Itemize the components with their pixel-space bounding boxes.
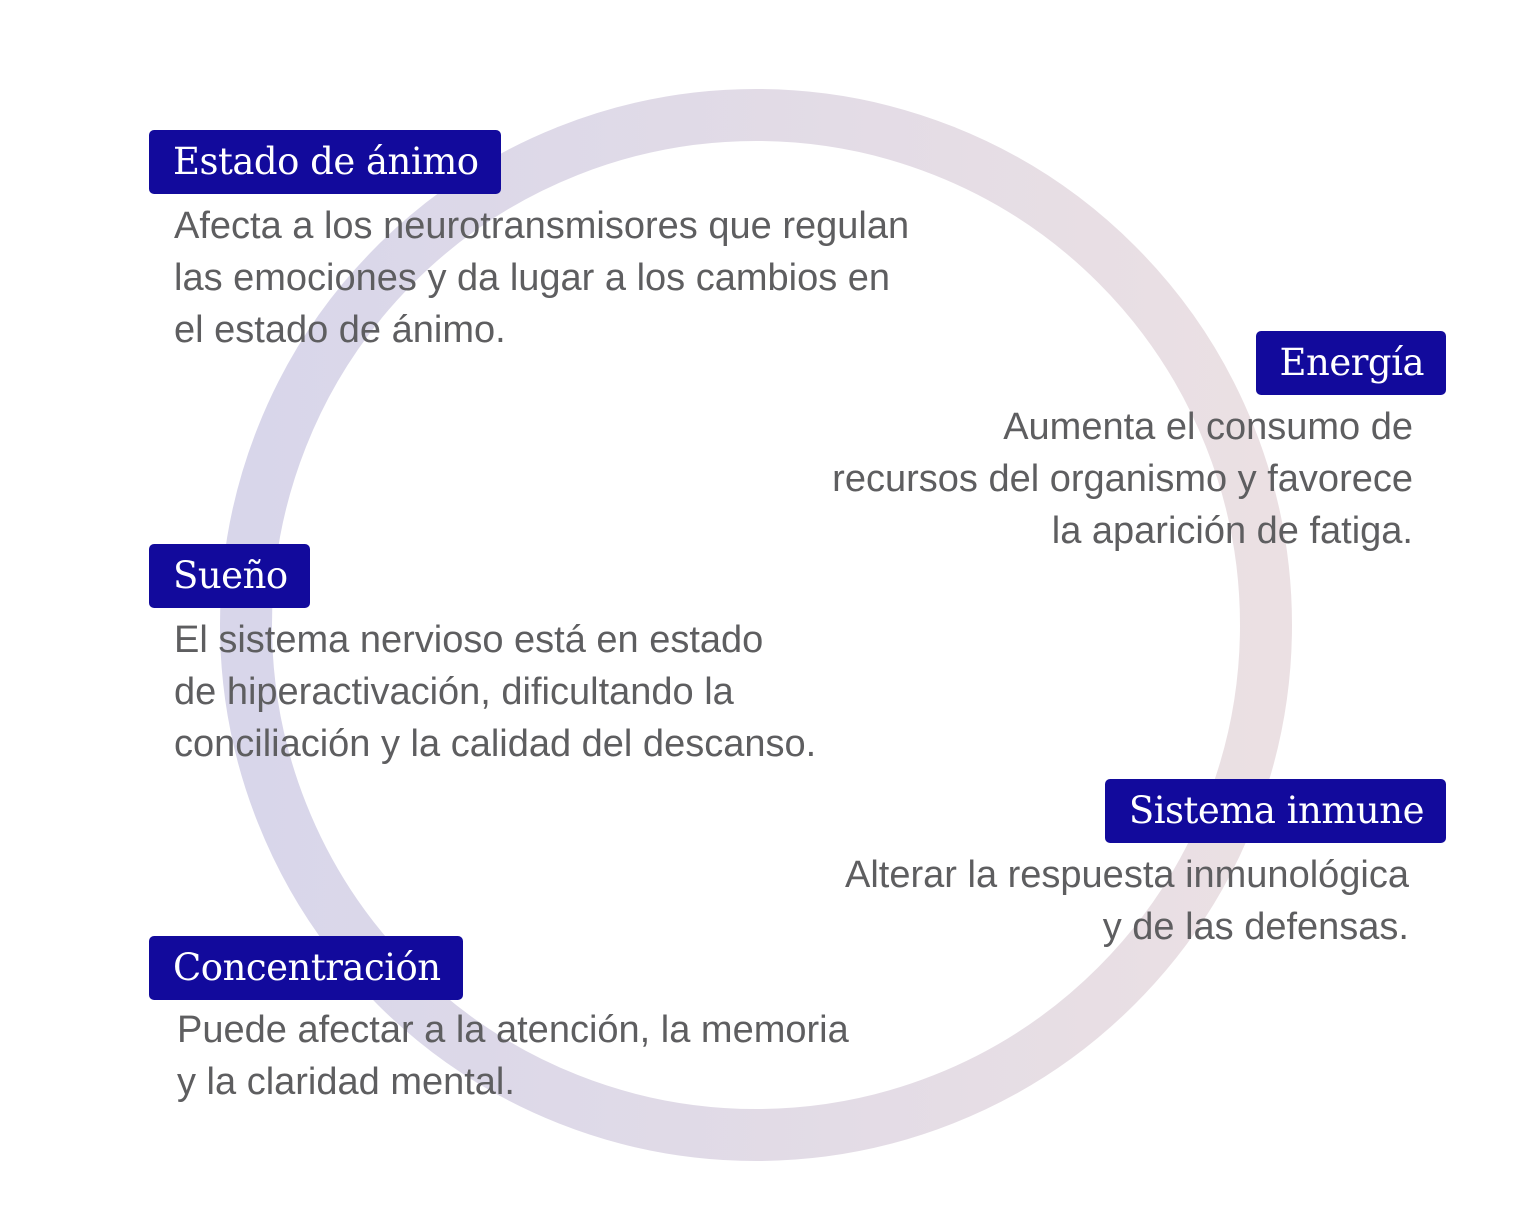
label-energy: Energía (1255, 331, 1446, 395)
item-immune-system: Sistema inmune Alterar la respuesta inmu… (845, 779, 1446, 953)
description-concentration: Puede afectar a la atención, la memoria … (177, 1009, 849, 1103)
description-mood: Afecta a los neurotransmisores que regul… (174, 205, 910, 351)
cycle-ring-stroke (220, 89, 1292, 1161)
description-energy: Aumenta el consumo de recursos del organ… (832, 406, 1413, 552)
description-immune-system: Alterar la respuesta inmunológica y de l… (845, 854, 1409, 948)
label-mood: Estado de ánimo (149, 130, 501, 194)
description-sleep: El sistema nervioso está en estado de hi… (174, 619, 817, 765)
item-sleep: Sueño El sistema nervioso está en estado… (149, 544, 816, 770)
label-sleep: Sueño (149, 544, 310, 608)
item-concentration: Concentración Puede afectar a la atenció… (149, 936, 849, 1108)
item-mood: Estado de ánimo Afecta a los neurotransm… (149, 130, 909, 356)
label-immune-system: Sistema inmune (1104, 779, 1446, 843)
label-concentration: Concentración (149, 936, 463, 1000)
item-energy: Energía Aumenta el consumo de recursos d… (832, 331, 1446, 557)
